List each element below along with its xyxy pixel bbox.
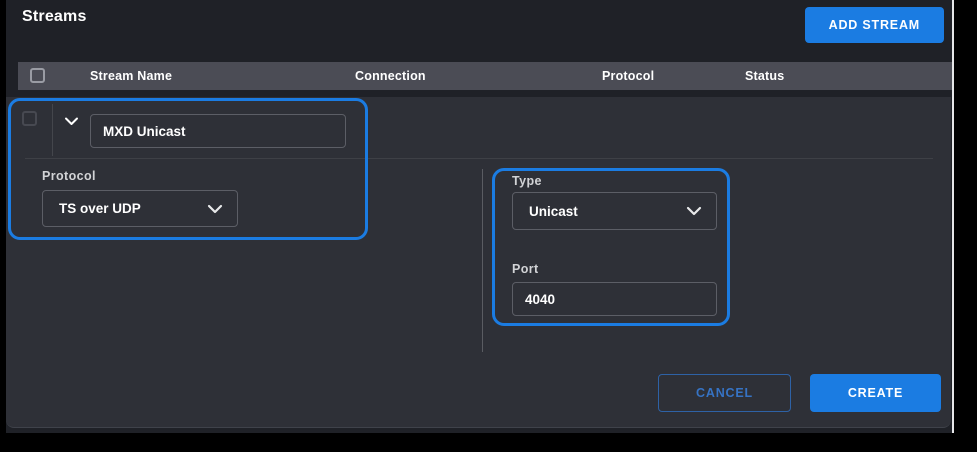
section-divider-vertical: [482, 169, 483, 352]
select-all-checkbox[interactable]: [30, 68, 45, 83]
add-stream-button[interactable]: ADD STREAM: [804, 7, 944, 43]
port-label: Port: [512, 262, 539, 276]
row-expander[interactable]: [61, 113, 81, 129]
highlight-box-type-port: [492, 168, 730, 326]
page-title: Streams: [22, 8, 87, 25]
create-button[interactable]: CREATE: [810, 374, 941, 412]
streams-window: Streams ADD STREAM Stream Name Connectio…: [6, 0, 954, 433]
column-header-status: Status: [745, 69, 785, 83]
protocol-dropdown-value: TS over UDP: [59, 201, 141, 216]
protocol-dropdown[interactable]: TS over UDP: [42, 190, 238, 227]
stream-name-input[interactable]: [90, 114, 346, 148]
protocol-label: Protocol: [42, 169, 96, 183]
table-header-row: Stream Name Connection Protocol Status: [18, 62, 952, 90]
type-dropdown-value: Unicast: [529, 203, 578, 219]
cancel-button[interactable]: CANCEL: [658, 374, 791, 412]
port-input[interactable]: [512, 282, 717, 316]
section-divider-horizontal: [25, 158, 933, 159]
type-dropdown[interactable]: Unicast: [512, 192, 717, 230]
chevron-down-icon: [64, 117, 79, 126]
column-header-connection: Connection: [355, 69, 426, 83]
row-select-checkbox[interactable]: [22, 111, 37, 126]
type-label: Type: [512, 174, 542, 188]
highlight-box-stream-settings: [8, 98, 368, 240]
row-checkbox-divider: [52, 104, 53, 156]
stream-editor-card: Protocol TS over UDP Type Unicast Port C…: [6, 97, 951, 428]
column-header-stream-name: Stream Name: [90, 69, 173, 83]
column-header-protocol: Protocol: [602, 69, 655, 83]
chevron-down-icon: [686, 206, 702, 216]
chevron-down-icon: [207, 204, 223, 214]
